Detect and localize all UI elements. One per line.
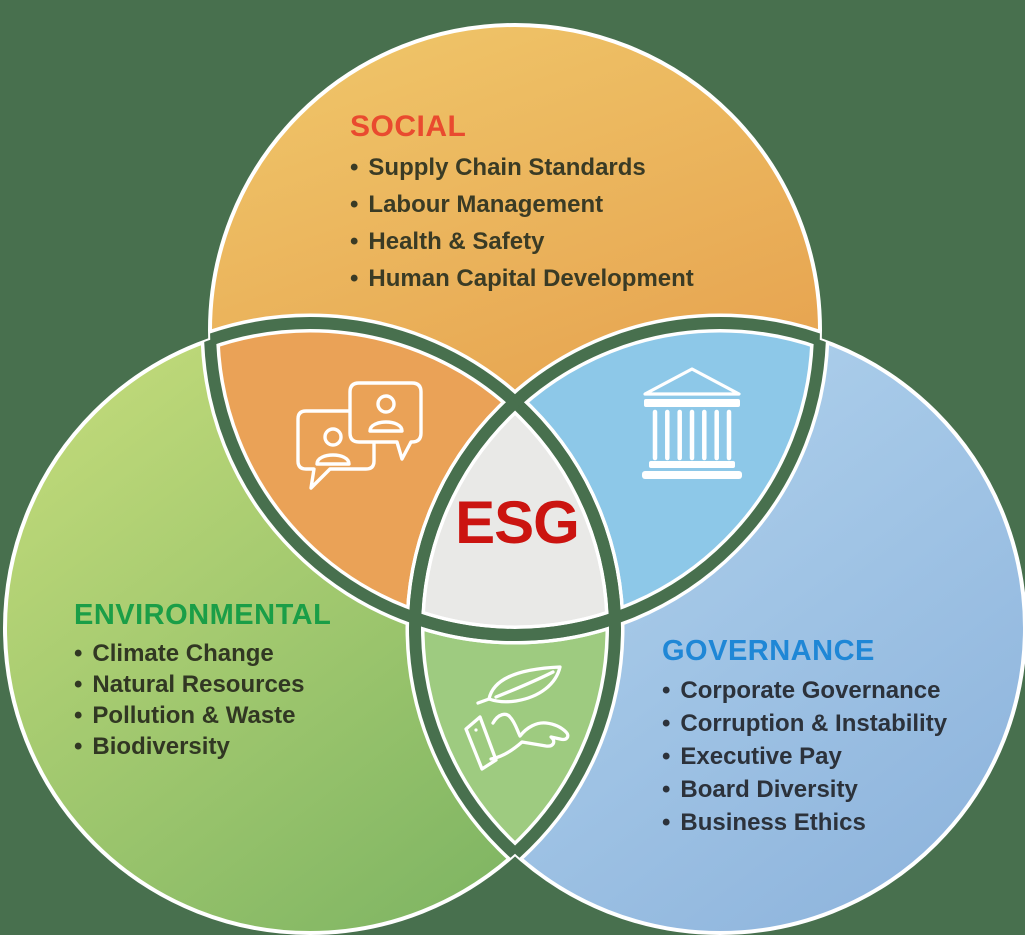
item-label: Health & Safety — [368, 228, 545, 255]
environmental-section: ENVIRONMENTAL • Climate Change • Natural R… — [74, 599, 332, 762]
list-item: • Board Diversity — [662, 773, 947, 806]
item-label: Human Capital Development — [368, 265, 694, 292]
bullet: • — [74, 732, 83, 760]
social-heading: SOCIAL — [350, 110, 467, 143]
environmental-item-list: • Climate Change • Natural Resources • Poll… — [74, 638, 331, 762]
item-label: Climate Change — [92, 639, 274, 667]
bullet: • — [74, 670, 83, 698]
social-item-list: • Supply Chain Standards • Labour Manageme… — [350, 149, 694, 297]
bullet: • — [350, 191, 359, 218]
list-item: • Business Ethics — [662, 806, 947, 839]
list-item: • Labour Management — [350, 186, 694, 223]
bullet: • — [350, 265, 359, 292]
environmental-heading: ENVIRONMENTAL — [74, 599, 332, 631]
item-label: Biodiversity — [92, 732, 230, 760]
item-label: Corruption & Instability — [680, 709, 948, 737]
bullet: • — [662, 709, 671, 737]
list-item: • Executive Pay — [662, 740, 947, 773]
list-item: • Corporate Governance — [662, 674, 947, 707]
governance-heading: GOVERNANCE — [662, 635, 875, 667]
item-label: Pollution & Waste — [92, 701, 296, 729]
item-label: Natural Resources — [92, 670, 305, 698]
bullet: • — [662, 775, 671, 803]
list-item: • Natural Resources — [74, 669, 331, 700]
bullet: • — [74, 701, 83, 729]
item-label: Board Diversity — [680, 775, 858, 803]
esg-center-label: ESG — [455, 489, 580, 556]
list-item: • Supply Chain Standards — [350, 149, 694, 186]
chat-people-icon — [296, 381, 423, 490]
item-label: Labour Management — [368, 191, 604, 218]
list-item: • Biodiversity — [74, 731, 331, 762]
bullet: • — [350, 154, 359, 181]
bullet: • — [662, 808, 671, 836]
item-label: Business Ethics — [680, 808, 866, 836]
social-section: SOCIAL • Supply Chain Standards • Labour M… — [350, 110, 694, 297]
bullet: • — [350, 228, 359, 255]
item-label: Corporate Governance — [680, 676, 941, 704]
list-item: • Climate Change — [74, 638, 331, 669]
list-item: • Health & Safety — [350, 223, 694, 260]
item-label: Supply Chain Standards — [368, 154, 646, 181]
governance-section: GOVERNANCE • Corporate Governance • Corrup… — [662, 635, 947, 839]
bullet: • — [74, 639, 83, 667]
bank-icon — [642, 367, 742, 479]
list-item: • Human Capital Development — [350, 260, 694, 297]
list-item: • Pollution & Waste — [74, 700, 331, 731]
item-label: Executive Pay — [680, 742, 842, 770]
hand-leaf-icon — [464, 665, 570, 771]
governance-item-list: • Corporate Governance • Corruption & Inst… — [662, 674, 947, 839]
list-item: • Corruption & Instability — [662, 707, 947, 740]
bullet: • — [662, 742, 671, 770]
bullet: • — [662, 676, 671, 704]
